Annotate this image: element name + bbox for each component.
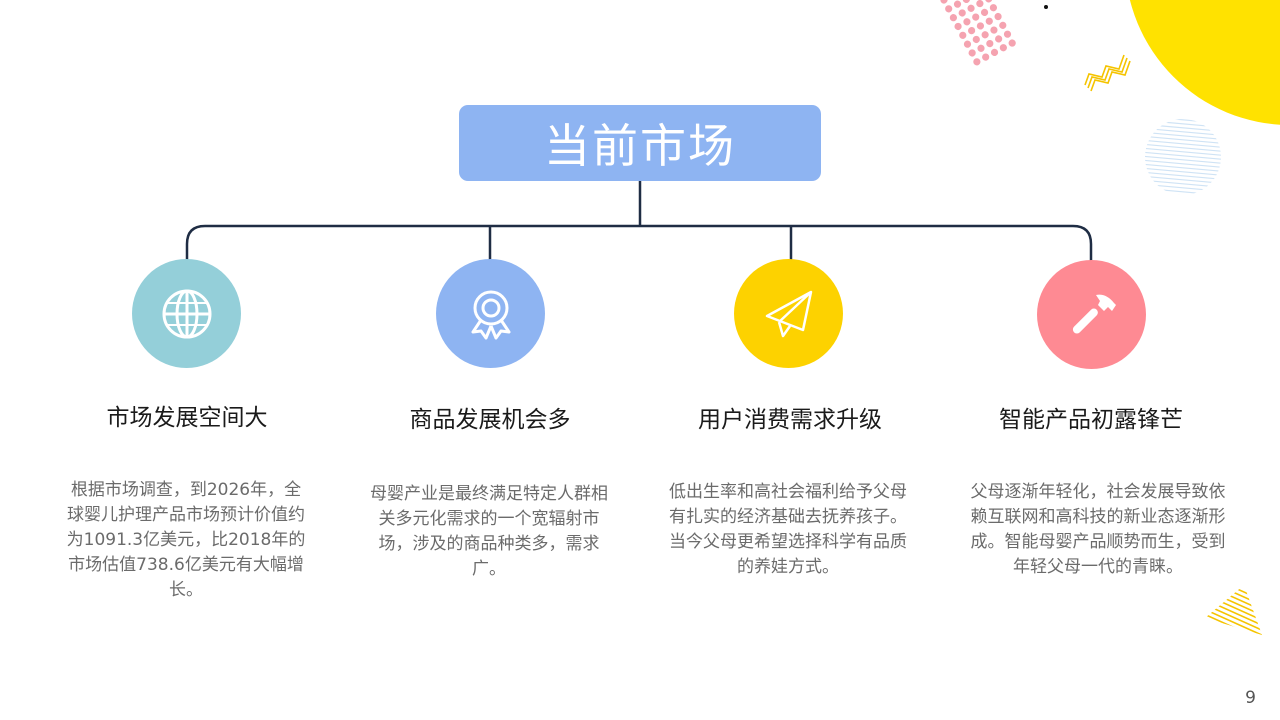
award-ribbon-icon <box>471 290 510 339</box>
node-description: 根据市场调查，到2026年，全球婴儿护理产品市场预计价值约为1091.3亿美元，… <box>66 480 306 600</box>
yellow-circle-decoration <box>1129 0 1280 125</box>
connector-lines <box>185 181 1093 262</box>
node-title: 用户消费需求升级 <box>698 407 882 433</box>
globe-icon <box>162 289 211 338</box>
title-box: 当前市场 <box>459 105 821 181</box>
black-dot-decoration <box>1044 5 1048 9</box>
zigzag-decoration <box>1084 54 1131 92</box>
node-title: 智能产品初露锋芒 <box>999 407 1183 433</box>
node-circle-product-opportunity <box>436 259 545 368</box>
node-circle-consumer-upgrade <box>734 259 843 368</box>
paper-plane-icon <box>765 290 812 337</box>
slide-title: 当前市场 <box>544 119 736 173</box>
node-description: 低出生率和高社会福利给予父母有扎实的经济基础去抚养孩子。当今父母更希望选择科学有… <box>669 482 907 577</box>
striped-triangle-decoration <box>1205 585 1262 635</box>
hammer-icon <box>1072 294 1116 334</box>
striped-circle-decoration <box>1145 119 1221 195</box>
node-circle-market-space <box>132 259 241 368</box>
node-circle-smart-products <box>1037 260 1146 369</box>
page-number: 9 <box>1245 688 1256 708</box>
pink-dots-decoration <box>939 0 1018 67</box>
node-title: 市场发展空间大 <box>106 405 268 431</box>
node-description: 母婴产业是最终满足特定人群相关多元化需求的一个宽辐射市场，涉及的商品种类多，需求… <box>370 484 608 579</box>
node-description: 父母逐渐年轻化，社会发展导致依赖互联网和高科技的新业态逐渐形成。智能母婴产品顺势… <box>970 482 1226 577</box>
node-title: 商品发展机会多 <box>409 407 571 433</box>
